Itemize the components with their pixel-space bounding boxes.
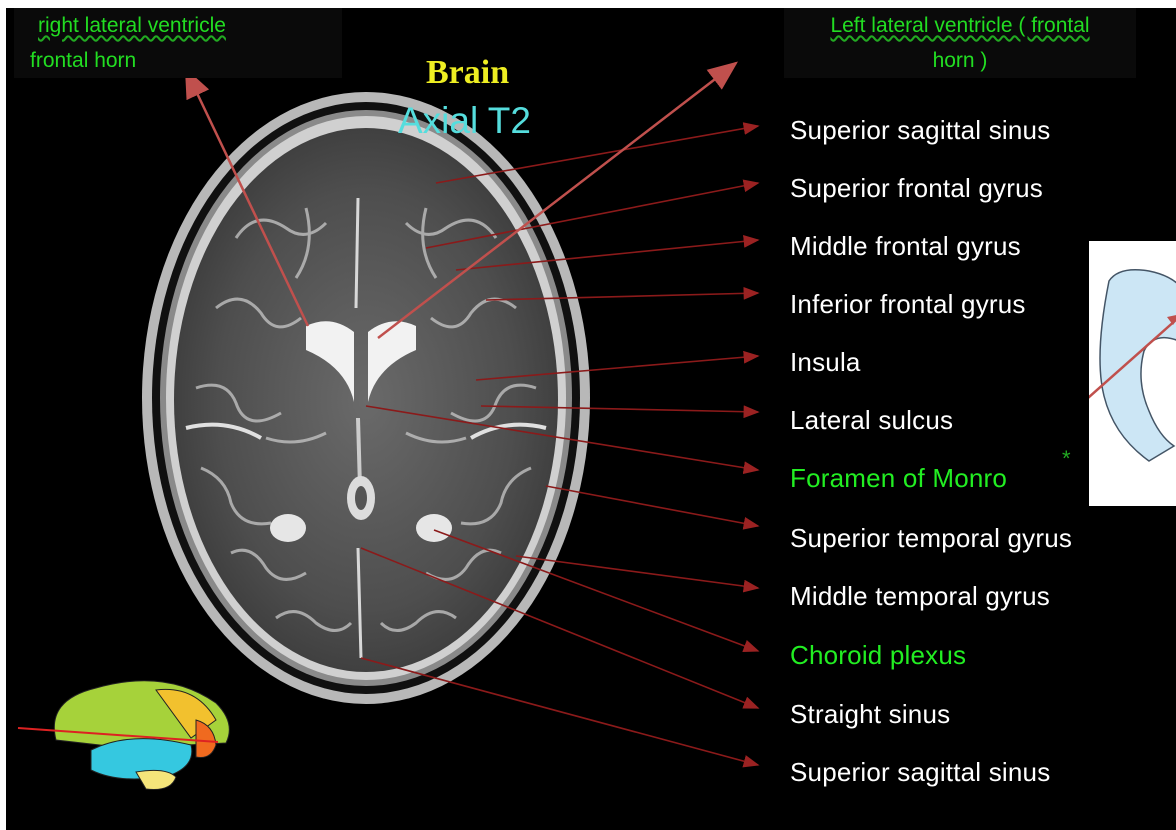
anatomy-label: Insula bbox=[790, 347, 861, 378]
right-lateral-ventricle-label: right lateral ventricle frontal horn bbox=[14, 8, 342, 78]
anatomy-label: Lateral sulcus bbox=[790, 405, 953, 436]
right-atrium-choroid bbox=[270, 514, 306, 542]
anatomy-label: Superior temporal gyrus bbox=[790, 523, 1072, 554]
title-axial-t2: Axial T2 bbox=[398, 100, 531, 142]
anatomy-label: Superior frontal gyrus bbox=[790, 173, 1043, 204]
anatomy-label: Foramen of Monro bbox=[790, 463, 1007, 494]
anatomy-label: Choroid plexus bbox=[790, 640, 966, 671]
anatomy-label: Middle temporal gyrus bbox=[790, 581, 1050, 612]
anatomy-label: Straight sinus bbox=[790, 699, 950, 730]
anatomy-label: Superior sagittal sinus bbox=[790, 115, 1050, 146]
slide: Brain Axial T2 right lateral ventricle f… bbox=[6, 8, 1176, 830]
anatomy-label: Middle frontal gyrus bbox=[790, 231, 1021, 262]
left-lateral-ventricle-label: Left lateral ventricle ( frontal horn ) bbox=[784, 8, 1136, 78]
brain-parenchyma bbox=[174, 128, 558, 672]
corner-right-line1: Left lateral ventricle ( frontal bbox=[830, 14, 1089, 37]
anatomy-label: Inferior frontal gyrus bbox=[790, 289, 1026, 320]
lateral-ventricle-diagram bbox=[1089, 241, 1176, 506]
ventricle-diagram-inset bbox=[1089, 241, 1176, 506]
brain-lateral-icon bbox=[18, 681, 229, 790]
corner-left-line2: frontal horn bbox=[20, 43, 336, 78]
left-atrium-choroid bbox=[416, 514, 452, 542]
anatomy-label: Superior sagittal sinus bbox=[790, 757, 1050, 788]
inset-marker: * bbox=[1062, 446, 1071, 472]
corner-right-line2: horn ) bbox=[784, 43, 1136, 78]
corner-left-line1: right lateral ventricle bbox=[38, 14, 226, 37]
title-brain: Brain bbox=[426, 54, 509, 92]
